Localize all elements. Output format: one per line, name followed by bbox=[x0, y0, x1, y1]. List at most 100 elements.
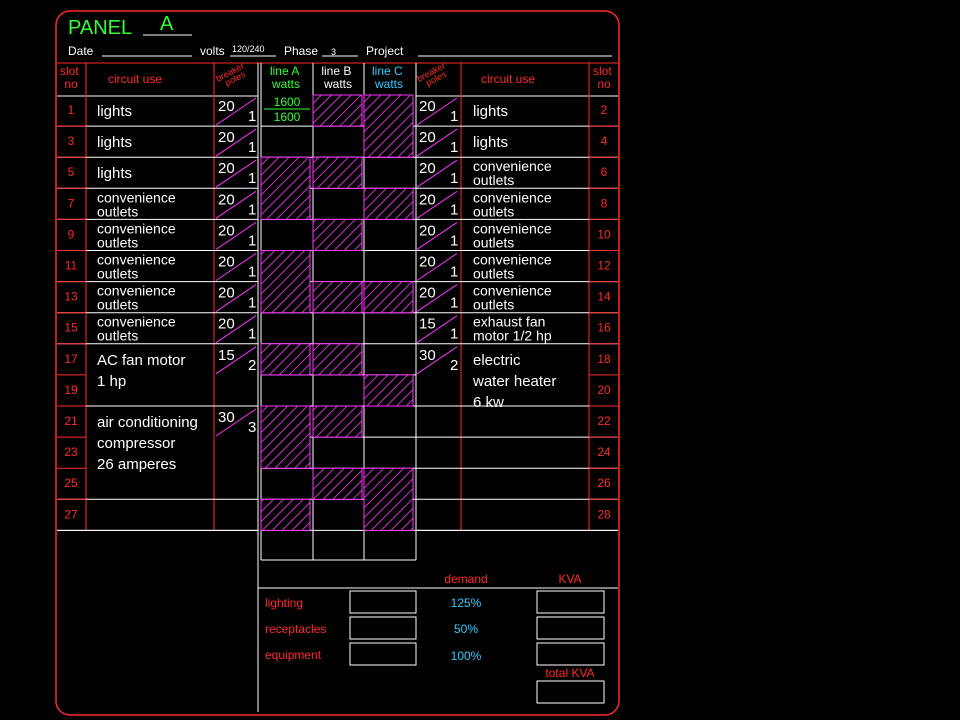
hatch-line-b-2 bbox=[312, 218, 363, 251]
slot-number-right-6: 6 bbox=[601, 165, 608, 179]
breaker-amps-left-1: 20 bbox=[218, 98, 235, 115]
lighting-watts-box[interactable] bbox=[349, 590, 417, 614]
slot-number-left-3: 3 bbox=[68, 134, 75, 148]
slot-number-right-26: 26 bbox=[597, 476, 611, 490]
hatch-line-b-0 bbox=[312, 94, 363, 127]
breaker-amps-left-3: 20 bbox=[218, 160, 235, 177]
slot-number-left-21: 21 bbox=[64, 414, 78, 428]
breaker-amps-left-6: 20 bbox=[218, 254, 235, 271]
kva-receptacles-box[interactable] bbox=[536, 616, 605, 640]
circuit-use-left-4-line2: outlets bbox=[97, 203, 138, 219]
total-kva-box[interactable] bbox=[536, 680, 605, 704]
circuit-use-left-7-line1: convenience bbox=[97, 283, 176, 299]
breaker-poles-right-3: 1 bbox=[450, 170, 458, 187]
date-label: Date bbox=[68, 44, 94, 58]
hatch-line-b-1 bbox=[312, 156, 363, 189]
circuit-use-left-8-line2: outlets bbox=[97, 328, 138, 344]
kva-label: KVA bbox=[558, 572, 581, 586]
hatch-line-b-4 bbox=[312, 343, 363, 376]
slot-number-right-12: 12 bbox=[597, 259, 611, 273]
circuit-use-left-9-line1: AC fan motor bbox=[97, 352, 185, 369]
hatch-line-b-5 bbox=[312, 405, 363, 438]
hatch-line-a-1 bbox=[260, 250, 311, 314]
breaker-poles-right-6: 1 bbox=[450, 264, 458, 281]
total-kva-label: total KVA bbox=[545, 666, 594, 680]
breaker-poles-right-2: 1 bbox=[450, 139, 458, 156]
line-c-header: line C watts bbox=[372, 64, 406, 91]
receptacles-watts-box[interactable] bbox=[349, 616, 417, 640]
slot-number-left-23: 23 bbox=[64, 445, 78, 459]
panel-name: A bbox=[160, 13, 174, 35]
circuit-use-left-4-line1: convenience bbox=[97, 189, 176, 205]
slot-number-right-14: 14 bbox=[597, 290, 611, 304]
equipment-watts-box[interactable] bbox=[349, 642, 417, 666]
circuit-use-left-5-line1: convenience bbox=[97, 220, 176, 236]
circuit-use-right-4-line2: outlets bbox=[473, 203, 514, 219]
slot-number-left-17: 17 bbox=[64, 352, 78, 366]
circuit-use-header-left: circuit use bbox=[108, 72, 162, 86]
hatch-line-c-3 bbox=[363, 374, 414, 407]
slot-number-right-10: 10 bbox=[597, 227, 611, 241]
hatch-line-a-2 bbox=[260, 343, 311, 376]
breaker-poles-header-left: breaker poles bbox=[214, 59, 252, 90]
kva-lighting-box[interactable] bbox=[536, 590, 605, 614]
breaker-poles-left-8: 1 bbox=[248, 326, 256, 343]
circuit-use-right-8-line1: exhaust fan bbox=[473, 314, 545, 330]
circuit-use-right-7-line2: outlets bbox=[473, 297, 514, 313]
circuit-use-left-9-line2: 1 hp bbox=[97, 373, 126, 390]
slot-number-left-25: 25 bbox=[64, 476, 78, 490]
breaker-poles-right-1: 1 bbox=[450, 108, 458, 125]
breaker-amps-left-7: 20 bbox=[218, 285, 235, 302]
breaker-amps-right-8: 15 bbox=[419, 316, 436, 333]
demand-summary: demand KVA lighting 125% receptacles 50%… bbox=[265, 572, 605, 704]
phase-label: Phase bbox=[284, 44, 318, 58]
breaker-amps-right-9: 30 bbox=[419, 347, 436, 364]
table-header: slot no circuit use breaker poles line A… bbox=[60, 59, 615, 91]
slot-number-right-4: 4 bbox=[601, 134, 608, 148]
breaker-poles-right-9: 2 bbox=[450, 357, 458, 374]
circuit-use-right-1-line1: lights bbox=[473, 103, 508, 120]
demand-receptacles: 50% bbox=[454, 622, 478, 636]
line-a-watts-1: 1600 bbox=[274, 95, 301, 109]
breaker-amps-left-4: 20 bbox=[218, 191, 235, 208]
circuit-use-right-3-line2: outlets bbox=[473, 172, 514, 188]
kva-equipment-box[interactable] bbox=[536, 642, 605, 666]
slot-number-left-19: 19 bbox=[64, 383, 78, 397]
circuit-use-right-6-line2: outlets bbox=[473, 266, 514, 282]
breaker-amps-right-7: 20 bbox=[419, 285, 436, 302]
summary-label-receptacles: receptacles bbox=[265, 622, 326, 636]
slot-number-left-27: 27 bbox=[64, 507, 78, 521]
slot-no-header-right: slot no bbox=[593, 64, 615, 91]
breaker-poles-left-10: 3 bbox=[248, 419, 256, 436]
circuit-use-left-10-line3: 26 amperes bbox=[97, 456, 176, 473]
panel-label: PANEL bbox=[68, 17, 132, 39]
breaker-poles-left-1: 1 bbox=[248, 108, 256, 125]
slot-number-left-13: 13 bbox=[64, 290, 78, 304]
line-a-header: line A watts bbox=[270, 64, 302, 91]
slot-number-left-7: 7 bbox=[68, 196, 75, 210]
hatch-line-c-0 bbox=[363, 94, 414, 158]
line-a-watts-2: 1600 bbox=[274, 110, 301, 124]
slot-number-right-24: 24 bbox=[597, 445, 611, 459]
hatch-line-a-4 bbox=[260, 498, 311, 531]
hatch-line-c-2 bbox=[363, 281, 414, 314]
hatch-line-c-1 bbox=[363, 187, 414, 220]
circuit-use-left-1-line1: lights bbox=[97, 103, 132, 120]
slot-number-right-16: 16 bbox=[597, 321, 611, 335]
breaker-amps-right-1: 20 bbox=[419, 98, 436, 115]
slot-number-left-15: 15 bbox=[64, 321, 78, 335]
phase-value: 3 bbox=[331, 47, 336, 57]
circuit-use-right-2-line1: lights bbox=[473, 134, 508, 151]
slot-number-left-11: 11 bbox=[65, 259, 78, 273]
slot-number-right-22: 22 bbox=[597, 414, 611, 428]
